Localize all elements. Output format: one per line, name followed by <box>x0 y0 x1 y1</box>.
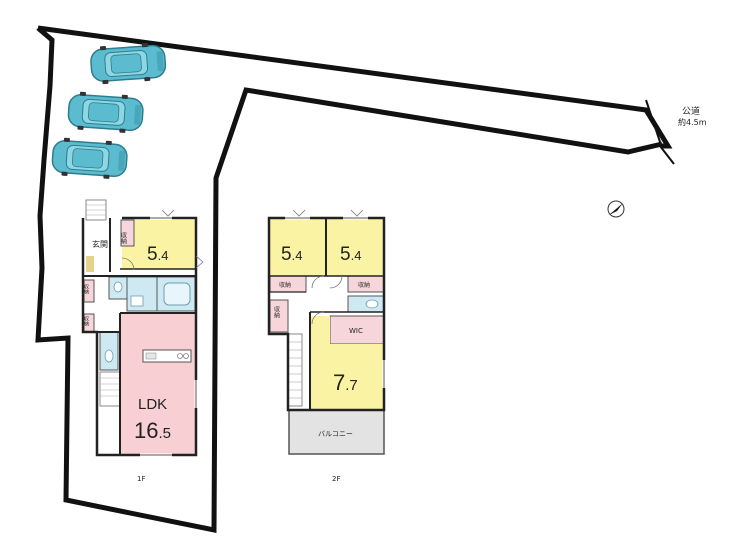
f1-storage-a <box>120 219 135 247</box>
f2-storage-left-label: 収納 <box>279 281 291 289</box>
f1-ldk-name: LDK <box>138 396 167 413</box>
road-label: 公道 約4.5m <box>678 105 707 127</box>
f1-storage-c-label: 収納 <box>83 315 89 327</box>
svg-text:5.4: 5.4 <box>281 244 302 265</box>
f2-wic-label: WIC <box>349 327 363 335</box>
f2-bedroom-right-size: 5 <box>340 244 351 265</box>
f2-bedroom-left-size: 5 <box>281 244 292 265</box>
f2-bedroom-right-size-decimal: .4 <box>351 248 362 263</box>
f2-bedroom-left <box>269 218 325 276</box>
f1-storage-b-label: 収納 <box>83 283 89 295</box>
f1-entrance <box>86 232 110 256</box>
f1-storage-a-label: 収納 <box>120 232 127 245</box>
f1-entrance-label: 玄関 <box>92 239 108 249</box>
f2-master-size: 7 <box>333 370 345 395</box>
road-name: 公道 <box>682 105 700 117</box>
f2-balcony <box>288 409 385 455</box>
f1-bedroom-size-decimal: .4 <box>158 248 169 263</box>
car-icon <box>50 136 129 181</box>
site-boundary <box>35 25 675 534</box>
f2-storage-hall-label: 収納 <box>273 306 280 319</box>
road-width: 約4.5m <box>678 117 707 127</box>
f2-master-size-decimal: .7 <box>345 377 358 394</box>
floor-2f: 5.4 5.4 収納 収納 収納 WIC 7.7 バルコニー 2F <box>267 209 386 483</box>
f2-master <box>310 344 384 410</box>
f2-storage-right-label: 収納 <box>358 281 370 289</box>
floor-label-1f: 1F <box>137 475 145 483</box>
floor-label-2f: 2F <box>332 475 340 483</box>
f2-balcony-label: バルコニー <box>318 430 353 438</box>
svg-text:5.4: 5.4 <box>147 244 168 265</box>
f1-ldk-size-decimal: .5 <box>158 425 171 442</box>
car-icon <box>66 90 145 135</box>
svg-text:5.4: 5.4 <box>340 244 361 265</box>
f1-bedroom-size: 5 <box>147 244 158 265</box>
svg-text:7.7: 7.7 <box>333 370 358 395</box>
floor-1f: 玄関 収納 収納 収納 5.4 LDK 16.5 1F <box>81 199 204 483</box>
north-arrow-icon <box>607 200 625 218</box>
f1-ldk <box>120 313 196 455</box>
f1-ldk-size: 16 <box>134 418 158 443</box>
car-icon <box>89 41 168 86</box>
svg-text:16.5: 16.5 <box>134 418 171 443</box>
f2-bedroom-left-size-decimal: .4 <box>292 248 303 263</box>
f2-bedroom-right <box>327 218 384 276</box>
